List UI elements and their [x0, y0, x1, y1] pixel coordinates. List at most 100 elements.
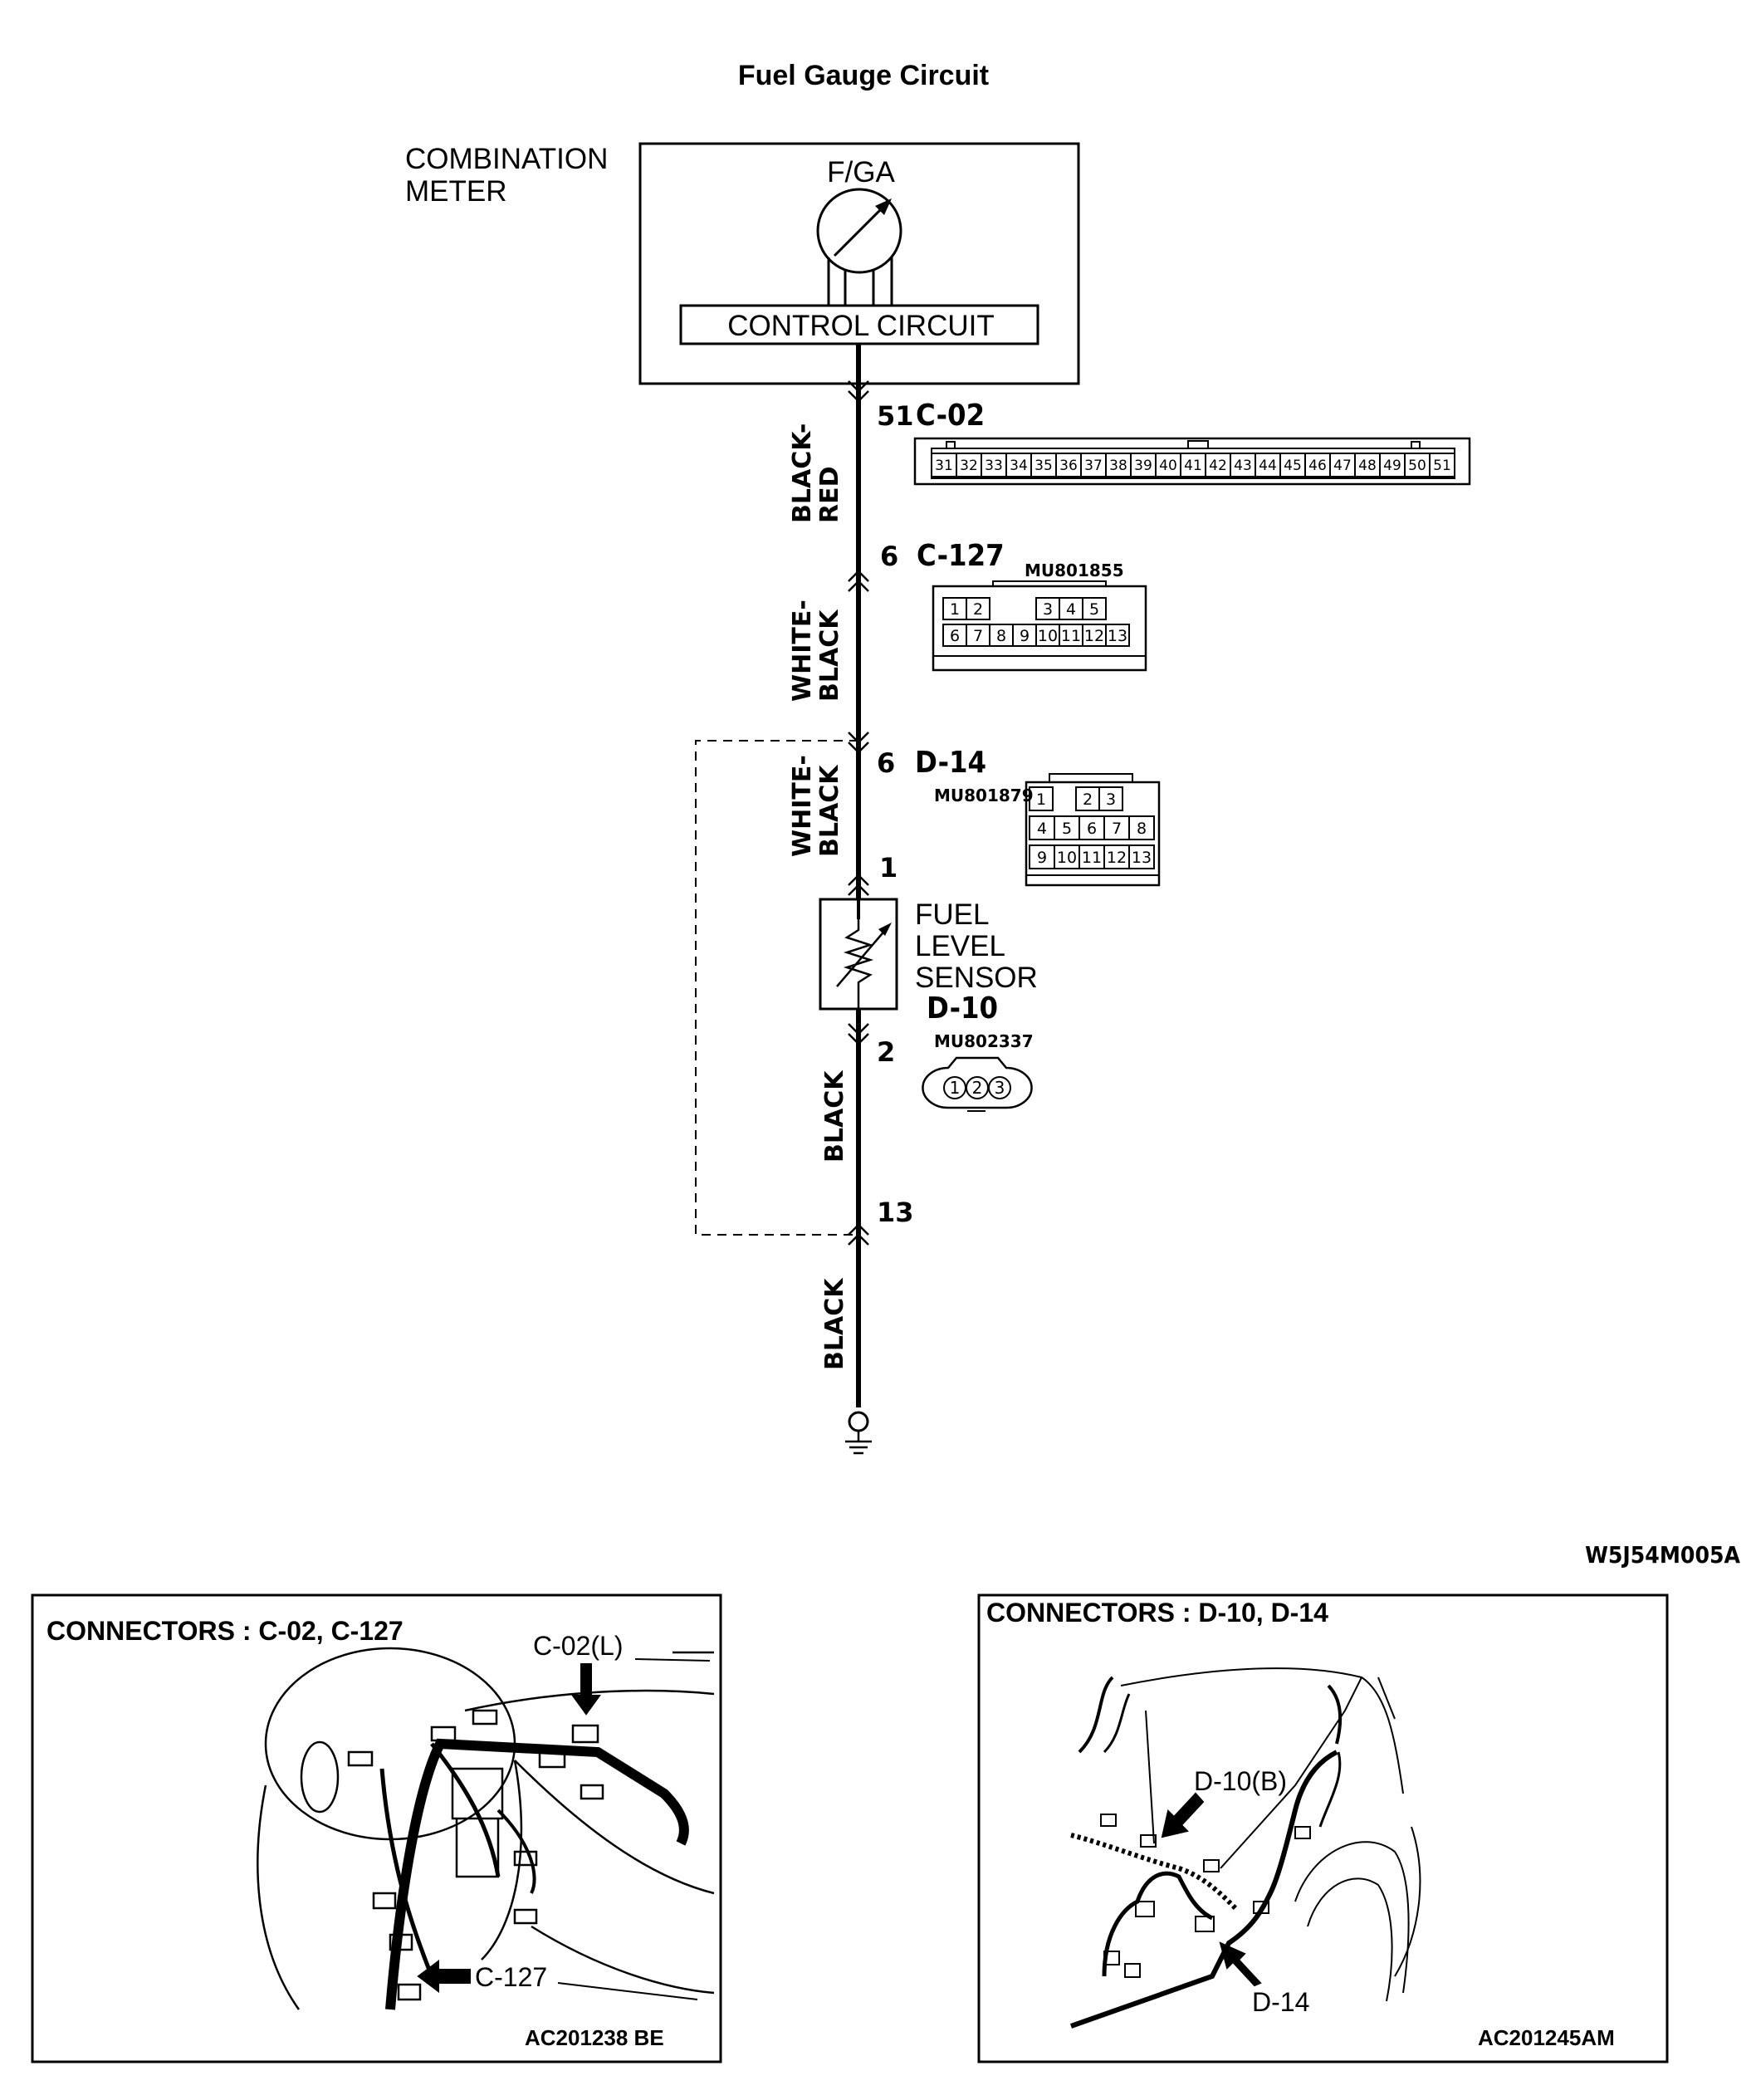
- part-number-d10: MU802337: [934, 1031, 1034, 1051]
- c127-cell-label: 1: [950, 600, 960, 619]
- part-number-d14: MU801879: [934, 786, 1034, 805]
- panel-right-callout-top: D-10(B): [1194, 1766, 1287, 1796]
- c02-cell-label: 45: [1284, 458, 1302, 474]
- c127-cell-label: 8: [996, 627, 1006, 645]
- c127-cell-label: 13: [1108, 627, 1127, 645]
- wire-label-black-red: BLACK- RED: [788, 423, 844, 523]
- c127-cell-label: 10: [1038, 627, 1058, 645]
- callout-line-c127: [557, 1982, 698, 2000]
- wire-label-black-2: BLACK: [820, 1277, 849, 1370]
- d14-cell: [1128, 844, 1155, 869]
- control-circuit-label: CONTROL CIRCUIT: [727, 310, 994, 342]
- c127-cell-label: 4: [1066, 600, 1076, 619]
- d14-cell-label: 2: [1083, 791, 1093, 809]
- c02-cell-label: 31: [935, 458, 953, 474]
- c127-cell-label: 12: [1084, 627, 1104, 645]
- connector-id-c127: C-127: [917, 539, 1005, 573]
- wire-label-black-1: BLACK: [820, 1070, 849, 1163]
- c02-cell: [1429, 453, 1455, 477]
- d14-cell-label: 1: [1036, 791, 1046, 809]
- pin-d10: 2: [877, 1036, 895, 1068]
- wire-label-w1-line1: BLACK-: [788, 423, 817, 523]
- panel-left-callout-bottom: C-127: [475, 1962, 547, 1992]
- fuel-level-sensor-label-3: SENSOR: [915, 962, 1038, 994]
- c127-cell-label: 5: [1089, 600, 1099, 619]
- wire-label-w5: BLACK: [820, 1277, 849, 1370]
- fuel-gauge-label: F/GA: [827, 156, 895, 188]
- d14-cell-label: 6: [1087, 820, 1097, 838]
- wire-label-w3-line2: BLACK: [815, 764, 844, 857]
- c127-cell: [1105, 624, 1130, 647]
- pin-d14-top: 6: [877, 747, 895, 779]
- wire-label-white-black-1: WHITE- BLACK: [788, 600, 844, 702]
- c02-cell-label: 47: [1333, 458, 1352, 474]
- c127-cell-label: 2: [973, 600, 983, 619]
- c02-cell-label: 43: [1234, 458, 1252, 474]
- combination-meter-label-1: COMBINATION: [405, 143, 608, 175]
- fuel-level-sensor-symbol: [819, 898, 898, 1011]
- c02-cell-label: 32: [960, 458, 978, 474]
- c02-cell-label: 38: [1109, 458, 1127, 474]
- d10-cell-label: 3: [995, 1078, 1005, 1098]
- diagram-title: Fuel Gauge Circuit: [738, 60, 989, 91]
- arrow-icon-d10: [1161, 1792, 1205, 1838]
- wire-label-w1-line2: RED: [815, 467, 844, 524]
- c02-cell-label: 49: [1383, 458, 1401, 474]
- d14-cell-label: 13: [1132, 849, 1152, 867]
- panel-right-callout-bottom: D-14: [1252, 1987, 1309, 2017]
- c127-cell-label: 7: [973, 627, 983, 645]
- d14-cell-label: 3: [1106, 791, 1116, 809]
- callout-line-c02: [634, 1658, 711, 1662]
- d14-cell-label: 9: [1037, 849, 1047, 867]
- panel-connectors-d10-d14: CONNECTORS : D-10, D-14: [977, 1593, 1669, 2063]
- wire-label-white-black-2: WHITE- BLACK: [788, 755, 844, 857]
- d14-cell-label: 10: [1057, 849, 1077, 867]
- c02-cell-label: 33: [985, 458, 1003, 474]
- arrow-icon-d14: [1219, 1941, 1262, 1987]
- c02-cell-label: 34: [1010, 458, 1028, 474]
- panel-left-title: CONNECTORS : C-02, C-127: [46, 1616, 404, 1646]
- d14-cell-label: 5: [1062, 820, 1072, 838]
- c02-cell-label: 40: [1159, 458, 1177, 474]
- c02-cell-label: 48: [1358, 458, 1377, 474]
- c02-cell-label: 35: [1034, 458, 1053, 474]
- d14-cell-label: 4: [1037, 820, 1047, 838]
- ground-icon: [845, 1411, 872, 1455]
- c02-cell-label: 37: [1084, 458, 1103, 474]
- panel-connectors-c02-c127: CONNECTORS : C-02, C-127: [31, 1593, 722, 2063]
- d10-cell: [988, 1076, 1011, 1099]
- d14-cell: [1029, 786, 1054, 811]
- pin-ground: 13: [877, 1197, 914, 1228]
- connector-id-d10: D-10: [927, 991, 998, 1026]
- c127-cell: [966, 597, 990, 620]
- connector-chevron-marks: [848, 380, 869, 1246]
- panel-right-code: AC201245AM: [1478, 2025, 1615, 2050]
- d14-cell: [1128, 815, 1155, 840]
- c127-cell-label: 9: [1020, 627, 1030, 645]
- c127-cell-label: 3: [1043, 600, 1053, 619]
- c02-cell-label: 51: [1433, 458, 1451, 474]
- dashed-harness-outline: [695, 740, 858, 1236]
- pin-c127: 6: [880, 541, 898, 572]
- gauge-icon: [816, 188, 902, 306]
- c02-cell-label: 36: [1059, 458, 1078, 474]
- c02-cell-label: 46: [1308, 458, 1327, 474]
- wire-label-w4: BLACK: [820, 1070, 849, 1163]
- c02-cell-label: 42: [1209, 458, 1227, 474]
- pin-c02: 51: [877, 400, 914, 432]
- fuel-level-sensor-label-1: FUEL: [915, 898, 989, 931]
- reference-code: W5J54M005A: [1585, 1541, 1740, 1569]
- pin-d14-bottom: 1: [879, 852, 898, 884]
- c127-cell-label: 11: [1061, 627, 1081, 645]
- d10-cell-label: 2: [972, 1078, 983, 1098]
- connector-id-c02: C-02: [916, 399, 985, 433]
- part-number-c127: MU801855: [1025, 560, 1124, 580]
- d14-cell-label: 11: [1082, 849, 1102, 867]
- c127-cell: [1082, 597, 1107, 620]
